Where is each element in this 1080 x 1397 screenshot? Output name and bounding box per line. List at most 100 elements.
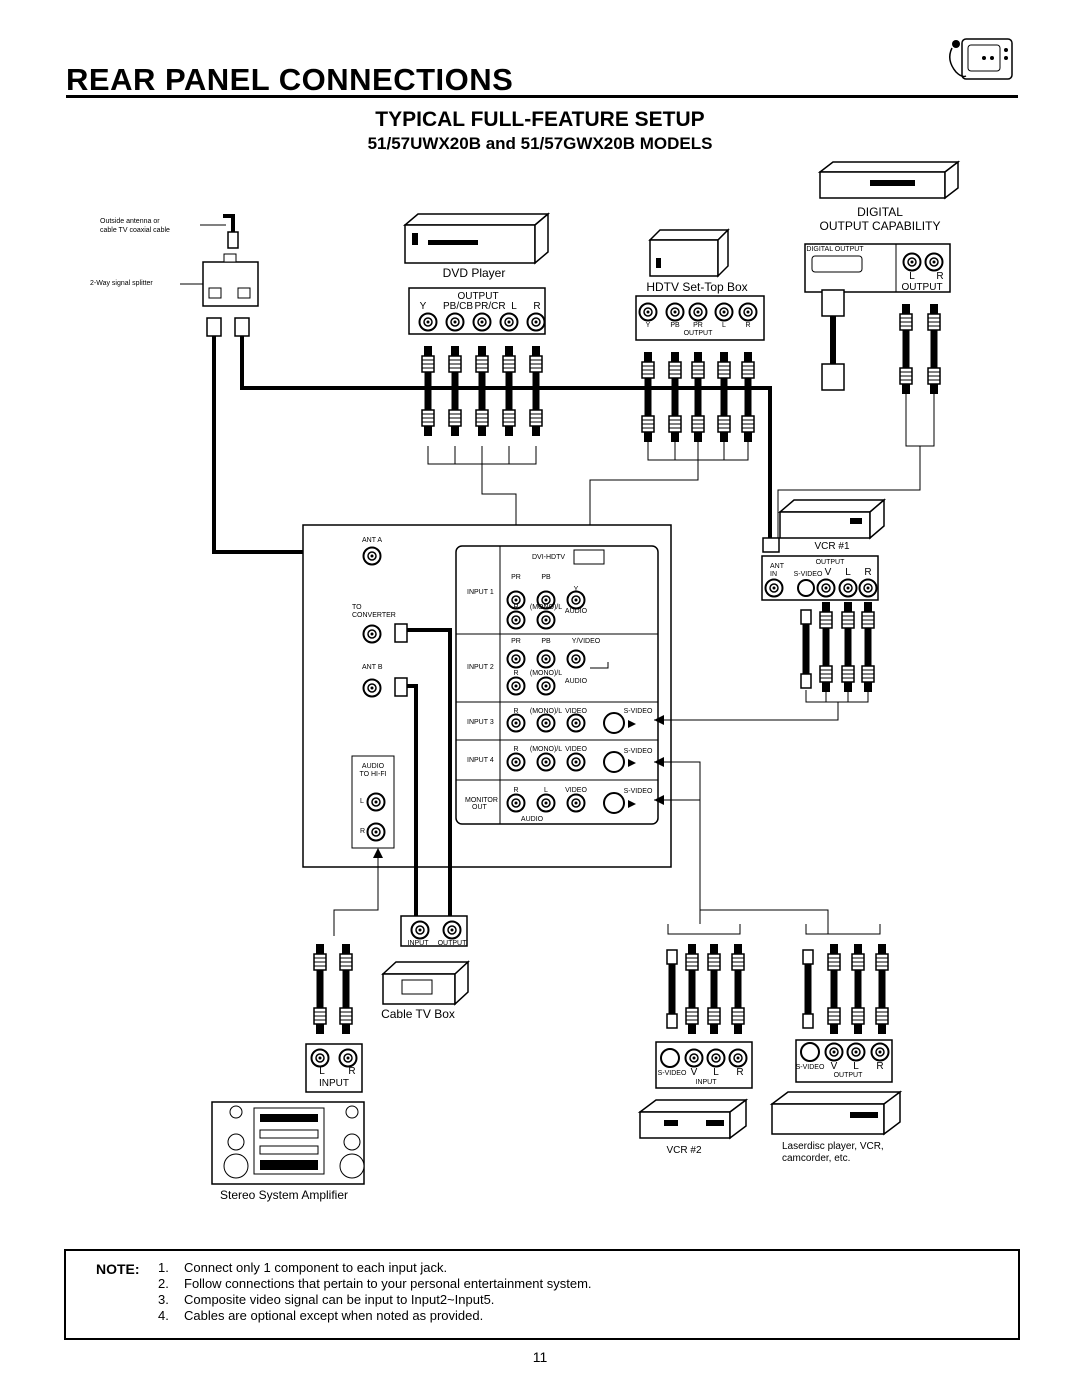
in2-pb-label: PB: [541, 638, 551, 645]
antenna-splitter: [180, 214, 780, 562]
vcr2-jack-svideo: S-VIDEO: [657, 1070, 687, 1077]
input1-label: INPUT 1: [467, 589, 494, 596]
in1-audio-label: AUDIO: [564, 608, 588, 615]
digital-jack-l: L: [909, 271, 915, 282]
hdtv-output-label: OUTPUT: [683, 330, 713, 337]
notes-box: NOTE: 1.Connect only 1 component to each…: [64, 1249, 1020, 1340]
input3-label: INPUT 3: [467, 719, 494, 726]
in3-r-label: R: [513, 708, 519, 715]
in2-audio-label: AUDIO: [564, 678, 588, 685]
in4-r-label: R: [513, 746, 519, 753]
dvd-jack-y: Y: [419, 301, 427, 312]
in1-pr-label: PR: [511, 574, 521, 581]
vcr2-jack-v: V: [690, 1067, 698, 1078]
digital-title-2: OUTPUT CAPABILITY: [819, 219, 941, 233]
stereo-amplifier-device: [211, 943, 365, 1185]
note-label: NOTE:: [96, 1261, 140, 1277]
vcr2-input-label: INPUT: [695, 1079, 717, 1086]
monitor-out-label-2: OUT: [472, 804, 487, 811]
laserdisc-label-2: camcorder, etc.: [782, 1153, 851, 1164]
hdtv-jack-y: Y: [645, 322, 651, 329]
mon-l-label: L: [544, 787, 548, 794]
page-number: 11: [532, 1349, 548, 1365]
ant-a-label: ANT A: [362, 537, 383, 544]
cable-box-input-label: INPUT: [407, 940, 429, 947]
stereo-label: Stereo System Amplifier: [219, 1188, 349, 1202]
vcr2-label: VCR #2: [666, 1145, 702, 1156]
splitter-label: 2-Way signal splitter: [90, 280, 153, 287]
stereo-jack-r: R: [348, 1066, 356, 1077]
ld-jack-svideo: S-VIDEO: [795, 1064, 825, 1071]
digital-connector-label: DIGITAL OUTPUT: [806, 246, 864, 253]
digital-jack-r: R: [936, 271, 944, 282]
dvd-jack-l: L: [511, 301, 517, 312]
in1-pb-label: PB: [541, 574, 551, 581]
hdtv-jack-l: L: [722, 322, 726, 329]
ld-jack-v: V: [830, 1061, 838, 1072]
note-item: 2.Follow connections that pertain to you…: [158, 1276, 592, 1291]
cable-box-label: Cable TV Box: [381, 1007, 455, 1021]
vcr1-ant-label: ANT: [770, 563, 784, 570]
tv-rear-panel: [302, 524, 672, 916]
note-item: 1.Connect only 1 component to each input…: [158, 1260, 448, 1275]
in2-pr-label: PR: [511, 638, 521, 645]
vcr2-jack-r: R: [736, 1067, 744, 1078]
title-rule: [66, 95, 1018, 98]
digital-output-device: [777, 160, 961, 538]
dvi-hdtv-label: DVI-HDTV: [532, 554, 566, 561]
hdtv-set-top-box: [578, 228, 765, 583]
hdtv-jack-r: R: [745, 322, 751, 329]
vcr2-device: [637, 924, 753, 1140]
in4-video-label: VIDEO: [565, 746, 587, 753]
in2-mono-label: (MONO)/L: [529, 670, 563, 677]
in1-y-label: Y: [573, 586, 579, 593]
page-title: REAR PANEL CONNECTIONS: [66, 62, 514, 97]
hdtv-box-label: HDTV Set-Top Box: [646, 280, 748, 294]
audio-hifi-wire: [333, 852, 379, 936]
in2-yvideo-label: Y/VIDEO: [571, 638, 601, 645]
digital-output-label: OUTPUT: [901, 282, 943, 293]
in3-svideo-label: S-VIDEO: [623, 708, 653, 715]
audio-r-label: R: [360, 828, 366, 835]
vcr1-label: VCR #1: [814, 541, 850, 552]
in3-mono-label: (MONO)/L: [529, 708, 563, 715]
dvd-output-label: OUTPUT: [457, 291, 499, 302]
mon-video-label: VIDEO: [565, 787, 587, 794]
mon-audio-label: AUDIO: [520, 816, 544, 823]
in2-r-label: R: [513, 670, 519, 677]
laserdisc-to-input4-wire: [654, 761, 829, 934]
stereo-input-label: INPUT: [319, 1078, 349, 1089]
dvd-player-device: [402, 212, 551, 562]
hdtv-jack-pb: PB: [670, 322, 680, 329]
vcr2-jack-l: L: [713, 1067, 719, 1078]
stereo-jack-l: L: [319, 1066, 325, 1077]
vcr1-jack-svideo: S-VIDEO: [793, 571, 823, 578]
dvd-jack-pr: PR/CR: [474, 301, 506, 312]
notes-list: 1.Connect only 1 component to each input…: [158, 1260, 592, 1324]
ld-output-label: OUTPUT: [833, 1072, 863, 1079]
in1-mono-label: (MONO)/L: [529, 604, 563, 611]
in1-r-label: R: [513, 604, 519, 611]
mon-svideo-label: S-VIDEO: [623, 788, 653, 795]
dvd-jack-r: R: [533, 301, 541, 312]
antenna-source-label-2: cable TV coaxial cable: [100, 227, 170, 234]
audio-hifi-label: AUDIO: [361, 763, 385, 770]
ld-jack-l: L: [853, 1061, 859, 1072]
in4-svideo-label: S-VIDEO: [623, 748, 653, 755]
antenna-source-label: Outside antenna or: [100, 218, 160, 225]
dvd-jack-pb: PB/CB: [442, 301, 474, 312]
input4-label: INPUT 4: [467, 757, 494, 764]
cable-box-output-label: OUTPUT: [437, 940, 467, 947]
laserdisc-label: Laserdisc player, VCR,: [782, 1141, 884, 1152]
digital-title: DIGITAL: [857, 205, 903, 219]
note-item: 4.Cables are optional except when noted …: [158, 1308, 484, 1323]
cable-tv-box-device: [381, 915, 470, 1006]
hdtv-jack-pr: PR: [693, 322, 703, 329]
note-item: 3.Composite video signal can be input to…: [158, 1292, 495, 1307]
tv-mascot-icon: [949, 38, 1013, 80]
input2-label: INPUT 2: [467, 664, 494, 671]
audio-l-label: L: [360, 798, 364, 805]
to-converter-label-2: CONVERTER: [352, 612, 396, 619]
in4-mono-label: (MONO)/L: [529, 746, 563, 753]
